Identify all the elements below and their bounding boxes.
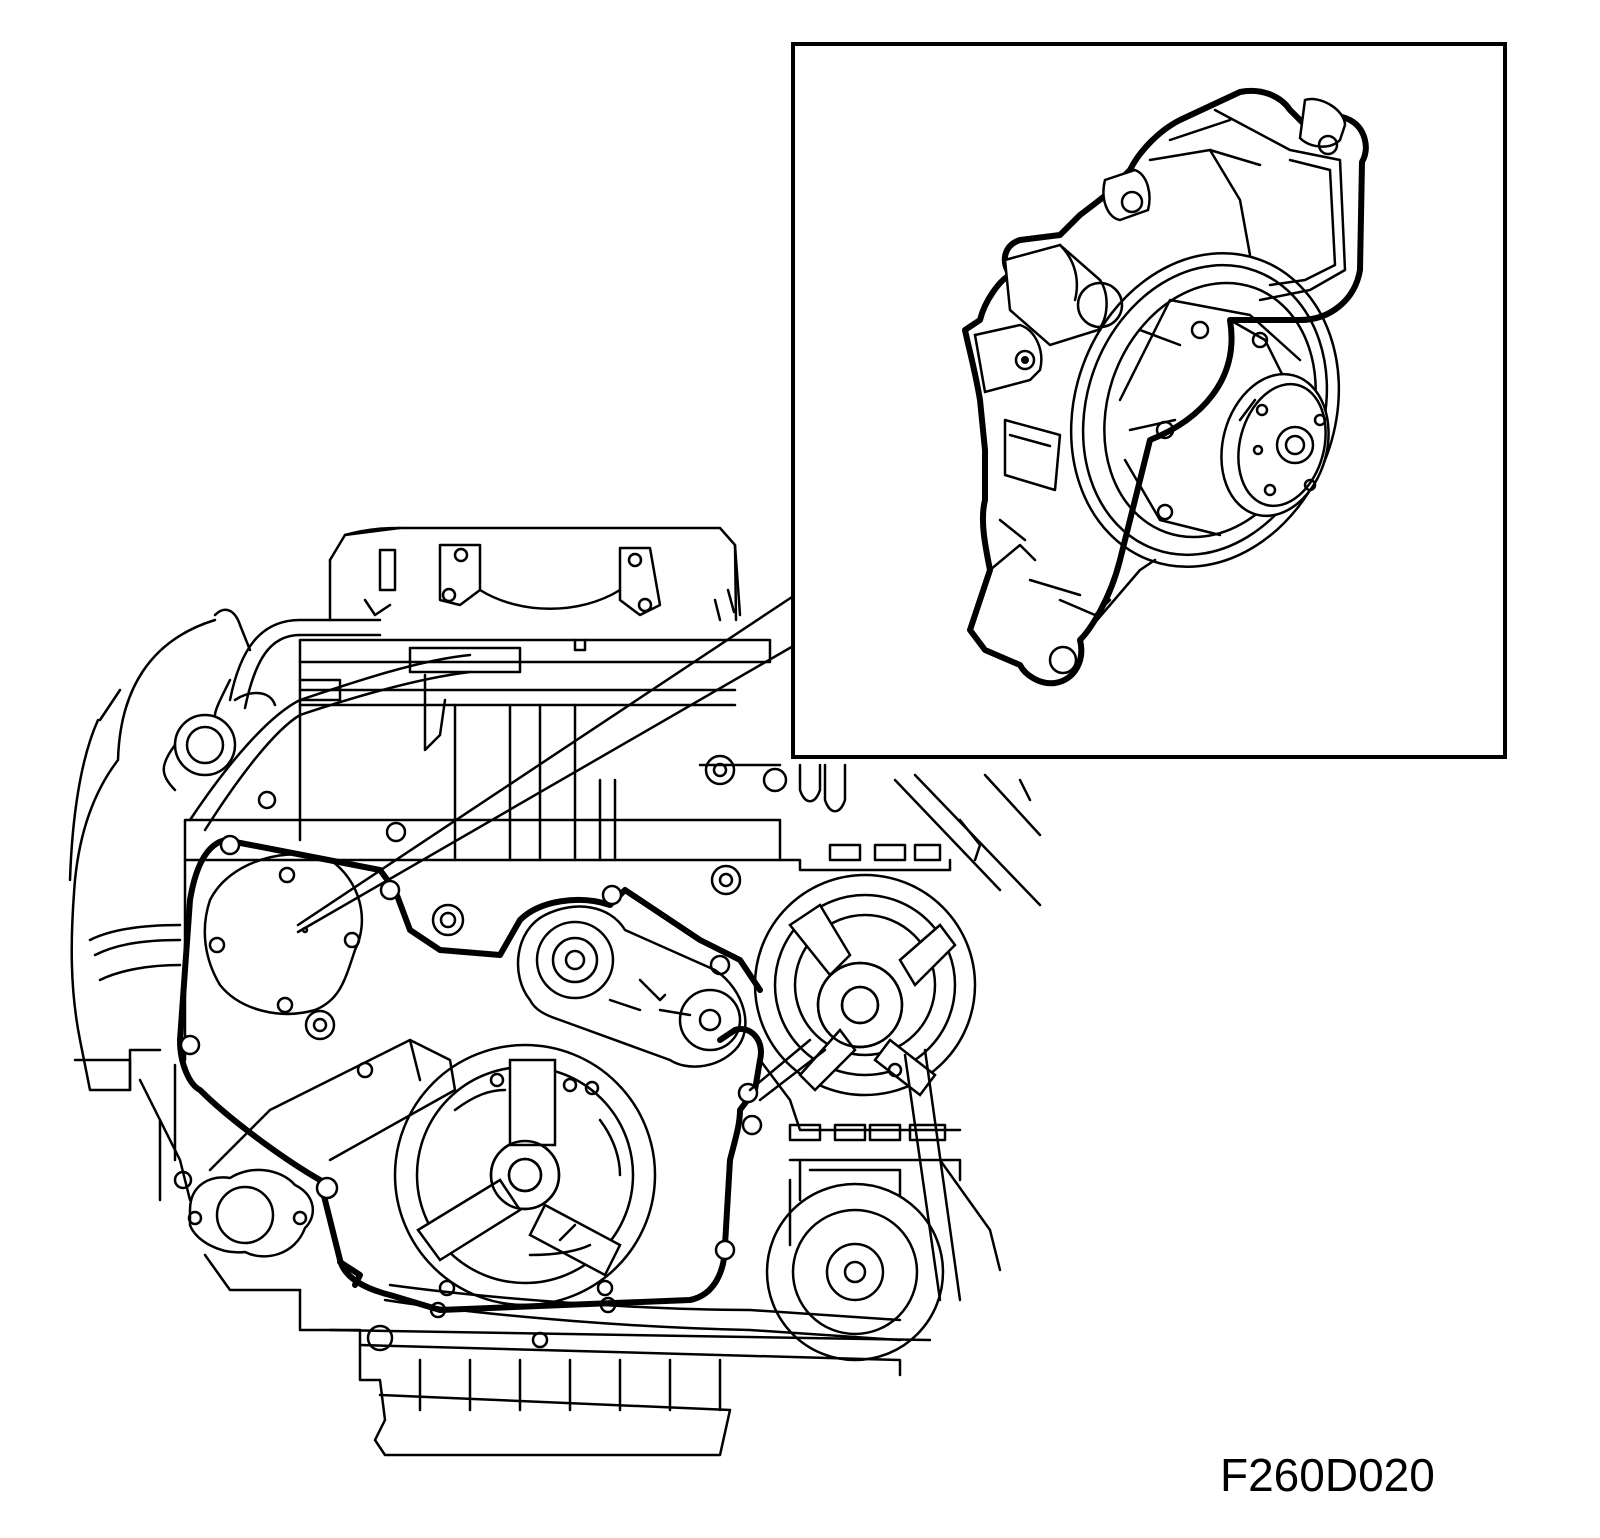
water-pump-mount — [203, 853, 364, 1041]
pump-outlet — [988, 418, 1157, 675]
water-pump-detail — [791, 42, 1507, 759]
timing-belt-cover — [177, 834, 764, 1313]
drive-belt — [383, 1038, 962, 1342]
figure-code-label: F260D020 — [1220, 1449, 1435, 1501]
mounting-boss-left — [973, 243, 1124, 394]
hood-lines — [893, 773, 1042, 907]
mounting-boss-top — [1102, 97, 1347, 222]
oil-pan — [298, 1279, 932, 1457]
block-lower-right — [788, 1123, 1002, 1272]
engine-block-left — [68, 618, 217, 1202]
oil-filter-housing — [187, 1038, 457, 1292]
engine-block — [183, 703, 952, 1062]
tensioner-assembly — [516, 905, 747, 1068]
pump-hub — [1220, 372, 1330, 518]
thermostat-housing — [162, 608, 277, 792]
coolant-hose — [188, 618, 472, 832]
crankshaft-pulley — [393, 1043, 657, 1307]
power-steering-pulley — [765, 1168, 945, 1362]
detail-frame — [791, 42, 1507, 759]
alternator — [753, 873, 977, 1132]
engine-front-view — [68, 526, 1042, 1457]
cylinder-head — [298, 526, 772, 842]
